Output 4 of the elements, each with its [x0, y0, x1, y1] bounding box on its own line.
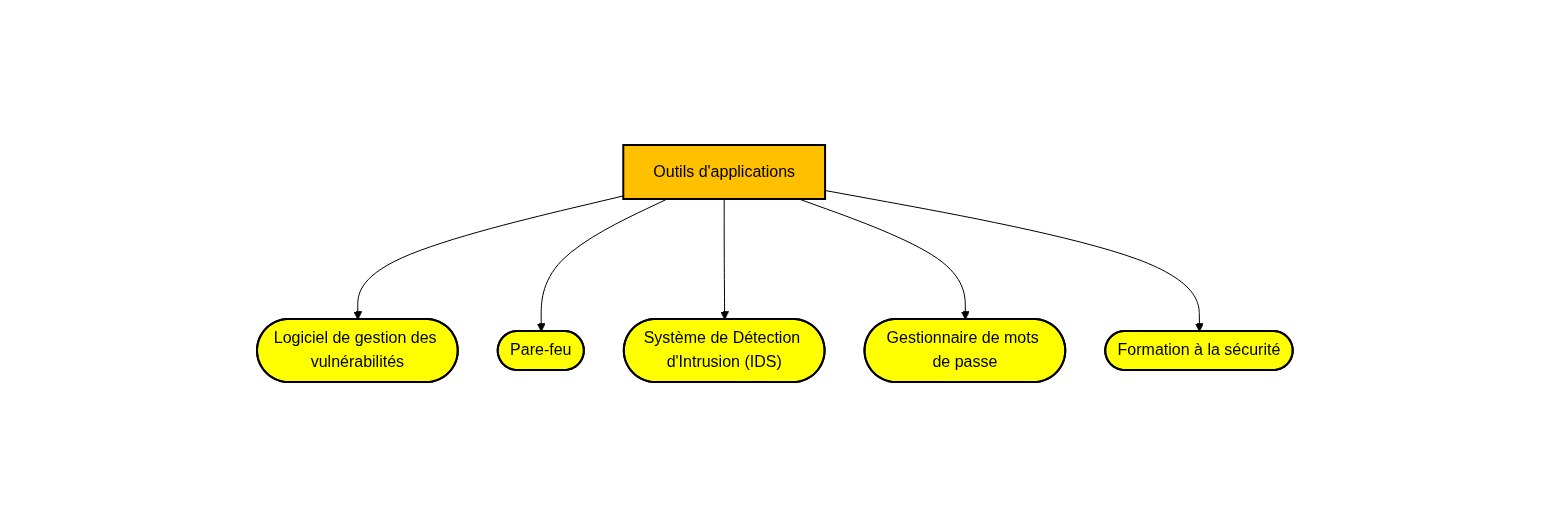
- arrow: [719, 198, 729, 320]
- arrow: [536, 198, 668, 332]
- node-box: Outils d'applications: [621, 143, 826, 200]
- arrow: [824, 189, 1204, 332]
